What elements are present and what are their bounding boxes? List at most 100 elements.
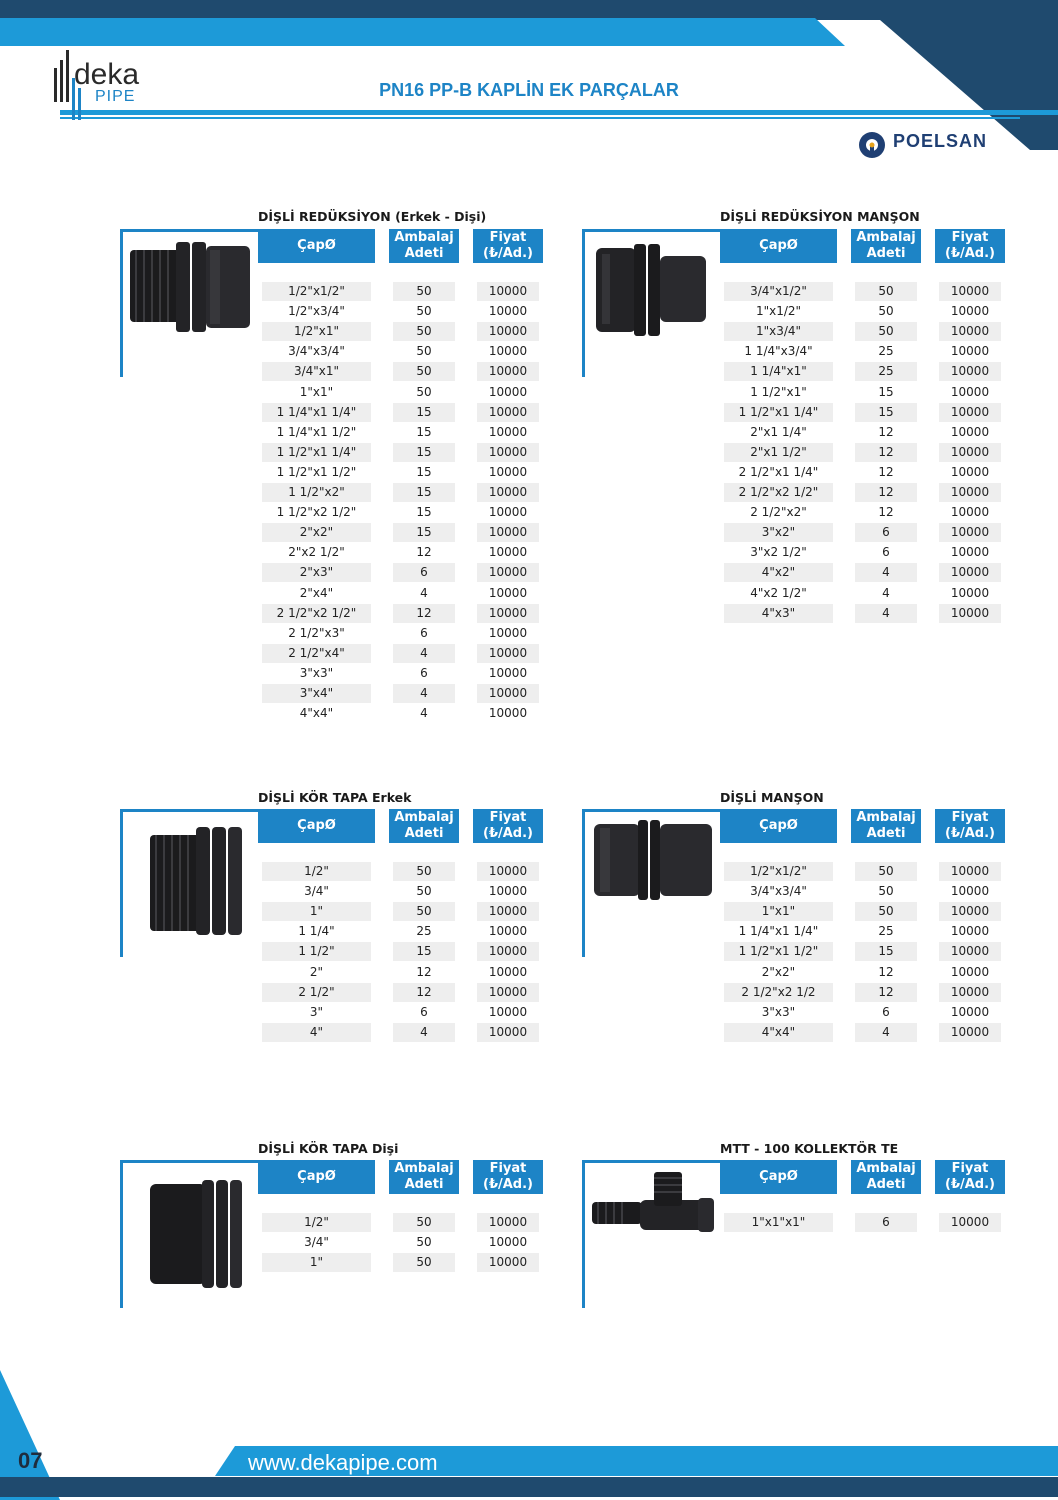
table-cell: 25 [855,362,917,382]
table-cell: 10000 [477,523,539,543]
table-cell: 15 [393,483,455,502]
table-cell: 15 [393,942,455,962]
column-header-fiyat-line1: Fiyat [951,230,989,245]
table-cell: 10000 [477,1213,539,1232]
table-cell: 50 [855,282,917,301]
section-title: DİŞLİ REDÜKSİYON (Erkek - Dişi) [258,209,487,224]
table-cell: 4 [855,603,917,623]
table-cell: 2"x4" [299,585,334,600]
table-cell: 3/4"x3/4" [288,344,345,359]
column-header-fiyat-line1: Fiyat [951,810,989,825]
table-cell: 3"x4" [262,684,371,703]
column-header-ambalaj-line1: Ambalaj [856,810,916,825]
column-header-cap: ÇapØ [720,229,837,263]
table-cell: 3"x2 1/2" [750,545,807,560]
table-cell: 10000 [488,464,528,479]
table-cell: 10000 [939,563,1001,583]
table-cell: 1"x1" [299,384,334,399]
table-cell: 10000 [477,643,539,663]
footer-website-url[interactable]: www.dekapipe.com [248,1450,438,1475]
table-cell: 10000 [488,924,528,939]
table-cell: 10000 [488,545,528,560]
table-cell: 50 [393,362,455,382]
table-cell: 1/2" [262,862,371,881]
table-cell: 50 [855,322,917,342]
table-cell: 50 [416,384,432,399]
table-cell: 1"x3/4" [724,322,833,342]
table-cell: 12 [878,464,894,479]
table-cell: 3/4" [304,1235,329,1250]
table-cell: 10000 [939,523,1001,543]
logo-pipe-text: PIPE [95,88,136,105]
column-header-fiyat-line1: Fiyat [489,230,527,245]
column-header-cap: ÇapØ [258,809,375,843]
poelsan-logo-icon [859,132,885,158]
table-cell: 4 [393,1022,455,1042]
header-blue-band [0,18,845,46]
table-cell: 3"x2" [724,523,833,543]
product-image-kor-tapa-erkek [150,827,242,935]
column-header-ambalaj-line2: Adeti [404,246,444,261]
table-cell: 12 [393,982,455,1002]
table-cell: 10000 [950,545,990,560]
table-cell: 15 [393,523,455,543]
table-cell: 1" [262,902,371,922]
table-cell: 2 1/2"x2 1/2" [262,603,371,623]
section-title: DİŞLİ MANŞON [720,790,824,805]
column-header-fiyat: Fiyat(₺/Ad.) [473,1160,543,1194]
table-cell: 10000 [488,625,528,640]
table-cell: 10000 [477,1253,539,1273]
table-cell: 10000 [477,902,539,922]
table-cell: 1 1/2"x2" [262,483,371,502]
table-cell: 2"x2" [262,523,371,543]
table-cell: 50 [416,304,432,319]
table-cell: 10000 [939,402,1001,422]
table-cell: 1 1/2"x1 1/4" [262,442,371,462]
section-title: MTT - 100 KOLLEKTÖR TE [720,1141,899,1156]
section-divider-line [120,809,258,812]
table-cell: 10000 [477,483,539,502]
page-title: PN16 PP-B KAPLİN EK PARÇALAR [379,80,679,100]
table-cell: 4 [855,1022,917,1042]
table-cell: 3"x3" [299,665,334,680]
column-header-ambalaj-line2: Adeti [866,826,906,841]
table-cell: 12 [878,964,894,979]
table-cell: 50 [416,1235,432,1250]
column-header-ambalaj-line1: Ambalaj [856,230,916,245]
section-side-line [120,1160,123,1308]
table-cell: 25 [878,924,894,939]
table-cell: 15 [855,942,917,962]
table-cell: 25 [878,344,894,359]
table-cell: 6 [855,1213,917,1232]
table-cell: 10000 [939,603,1001,623]
table-cell: 10000 [477,1022,539,1042]
footer-dark-band [0,1477,1058,1497]
table-cell: 1"x1"x1" [724,1213,833,1232]
table-cell: 2"x3" [262,563,371,583]
table-cell: 4"x3" [724,603,833,623]
table-cell: 10000 [939,1022,1001,1042]
table-cell: 3/4"x1" [262,362,371,382]
table-cell: 4"x2 1/2" [750,585,807,600]
table-cell: 50 [416,344,432,359]
column-header-ambalaj-line2: Adeti [404,826,444,841]
table-cell: 4 [393,643,455,663]
column-header-ambalaj-line1: Ambalaj [394,230,454,245]
section-title: DİŞLİ KÖR TAPA Dişi [258,1141,399,1156]
column-header-ambalaj-line1: Ambalaj [394,810,454,825]
table-cell: 10000 [488,304,528,319]
table-cell: 10000 [488,384,528,399]
table-cell: 4 [855,563,917,583]
table-cell: 10000 [950,505,990,520]
table-cell: 1/2"x1" [262,322,371,342]
table-cell: 10000 [950,424,990,439]
table-cell: 10000 [488,665,528,680]
table-cell: 4 [420,706,428,721]
table-cell: 50 [878,884,894,899]
poelsan-brand-text: POELSAN [893,131,988,151]
table-cell: 10000 [477,684,539,703]
